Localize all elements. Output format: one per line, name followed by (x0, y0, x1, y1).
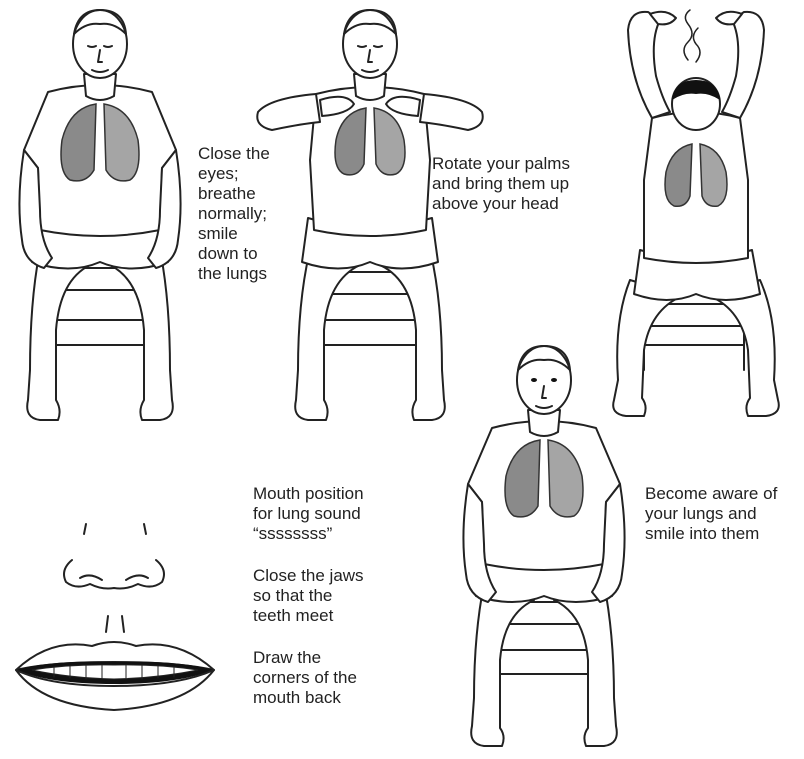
caption-draw-corners: Draw the corners of the mouth back (253, 648, 357, 708)
caption-mouth-position: Mouth position for lung sound “ssssssss” (253, 484, 364, 544)
caption-close-jaws: Close the jaws so that the teeth meet (253, 566, 364, 626)
breath-swirl (684, 10, 692, 60)
nose-drawing (64, 524, 164, 589)
figure-seated-eyes-closed (0, 0, 200, 440)
caption-step3: Become aware of your lungs and smile int… (645, 484, 777, 544)
mouth-position-illustration (10, 520, 225, 740)
caption-step2: Rotate your palms and bring them up abov… (432, 154, 570, 214)
mouth-drawing (16, 642, 214, 710)
figure-aware-of-lungs (440, 338, 650, 758)
